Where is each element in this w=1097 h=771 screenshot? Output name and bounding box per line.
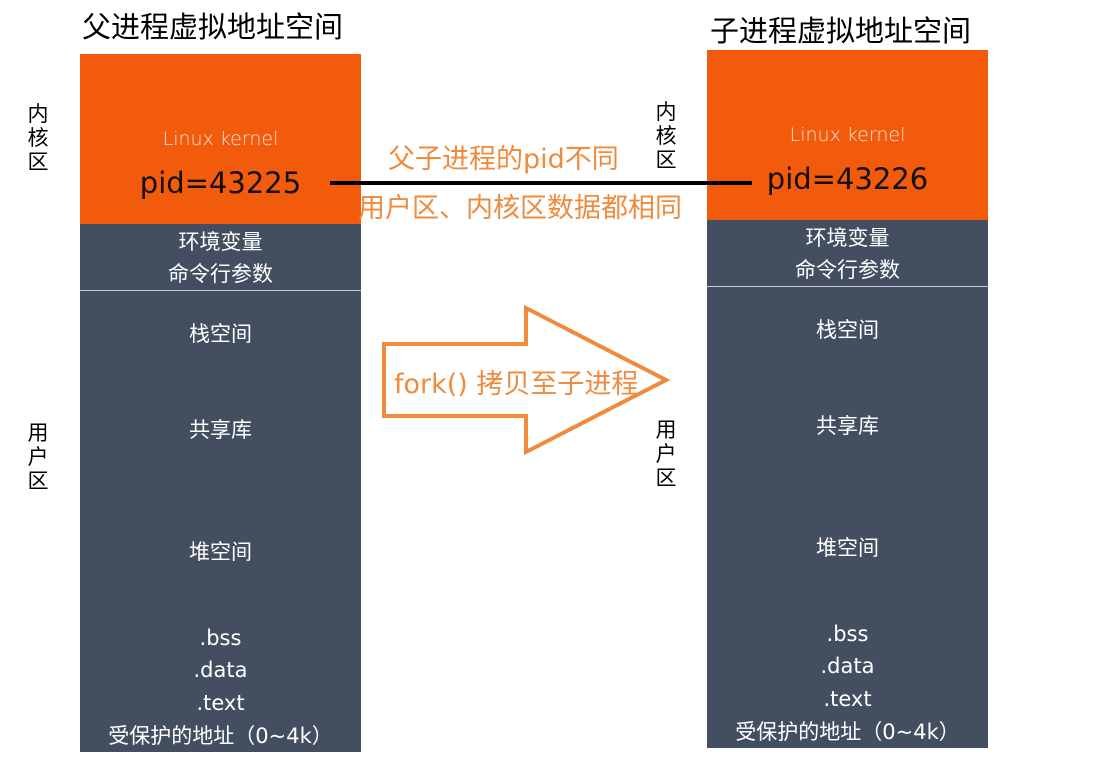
parent-kernel-label-char-1: 内 — [27, 102, 49, 126]
parent-env-divider — [80, 290, 361, 291]
child-cmd-args: 命令行参数 — [795, 258, 900, 282]
child-env-divider — [707, 286, 988, 287]
parent-address-space: Linux kernel pid=43225 环境变量 命令行参数 栈空间 共享… — [80, 54, 361, 752]
parent-heap: 堆空间 — [189, 540, 252, 564]
child-kernel-label-char-3: 区 — [655, 148, 677, 172]
parent-shared-lib: 共享库 — [189, 418, 252, 442]
child-user-label-char-2: 户 — [655, 442, 677, 466]
parent-kernel-name: Linux kernel — [162, 128, 279, 150]
fork-arrow-icon — [382, 304, 671, 456]
parent-user-label-char-2: 户 — [27, 445, 49, 469]
parent-kernel-label-char-2: 核 — [27, 126, 49, 150]
child-user-region: 环境变量 命令行参数 栈空间 共享库 堆空间 .bss .data .text … — [707, 220, 988, 748]
child-address-space: Linux kernel pid=43226 环境变量 命令行参数 栈空间 共享… — [707, 50, 988, 748]
parent-title: 父进程虚拟地址空间 — [82, 10, 344, 44]
child-pid: pid=43226 — [766, 162, 929, 196]
child-kernel-name: Linux kernel — [789, 124, 906, 146]
child-kernel-label-char-1: 内 — [655, 100, 677, 124]
child-kernel-region: Linux kernel pid=43226 — [707, 50, 988, 220]
child-text: .text — [823, 687, 872, 711]
parent-user-label: 用 户 区 — [26, 421, 50, 493]
parent-user-region: 环境变量 命令行参数 栈空间 共享库 堆空间 .bss .data .text … — [80, 224, 361, 752]
child-user-label-char-3: 区 — [655, 466, 677, 490]
child-heap: 堆空间 — [816, 536, 879, 560]
child-title: 子进程虚拟地址空间 — [710, 14, 972, 48]
parent-kernel-region: Linux kernel pid=43225 — [80, 54, 361, 224]
child-data: .data — [820, 654, 875, 678]
parent-text: .text — [196, 691, 245, 715]
parent-cmd-args: 命令行参数 — [168, 262, 273, 286]
child-protected: 受保护的地址（0~4k） — [735, 720, 960, 744]
parent-user-label-char-1: 用 — [27, 421, 49, 445]
parent-kernel-label: 内 核 区 — [26, 102, 50, 174]
fork-arrow-label: fork() 拷贝至子进程 — [394, 369, 639, 400]
child-kernel-label: 内 核 区 — [654, 100, 678, 172]
child-stack: 栈空间 — [816, 318, 879, 342]
pid-diff-note: 父子进程的pid不同 — [388, 144, 619, 175]
child-bss: .bss — [826, 622, 869, 646]
parent-pid: pid=43225 — [139, 166, 302, 200]
child-kernel-label-char-2: 核 — [655, 124, 677, 148]
parent-user-label-char-3: 区 — [27, 469, 49, 493]
child-env-vars: 环境变量 — [805, 226, 890, 250]
child-user-label: 用 户 区 — [654, 418, 678, 490]
child-shared-lib: 共享库 — [816, 414, 879, 438]
parent-kernel-label-char-3: 区 — [27, 150, 49, 174]
parent-bss: .bss — [199, 626, 242, 650]
parent-stack: 栈空间 — [189, 322, 252, 346]
parent-env-vars: 环境变量 — [178, 230, 263, 254]
child-user-label-char-1: 用 — [655, 418, 677, 442]
parent-protected: 受保护的地址（0~4k） — [108, 724, 333, 748]
same-data-note: 用户区、内核区数据都相同 — [358, 193, 682, 224]
parent-data: .data — [193, 658, 248, 682]
